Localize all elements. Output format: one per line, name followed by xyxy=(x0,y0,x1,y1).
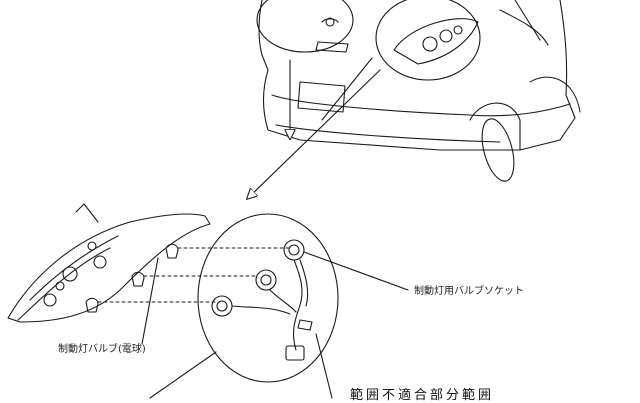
leader-lines xyxy=(149,251,409,399)
bulb-label: 制動灯バルブ(電球) xyxy=(58,344,146,355)
car-rear-illustration xyxy=(258,0,581,182)
tail-lamp-assembly xyxy=(7,203,211,345)
nonconforming-range-label: 範囲不適合部分範囲 xyxy=(350,388,495,403)
pointer-arrows xyxy=(248,57,381,198)
dashed-guide-lines xyxy=(97,247,291,303)
magnifier-circles xyxy=(256,0,481,81)
bulb-socket-label: 制動灯用バルブソケット xyxy=(414,286,524,297)
harness-detail-circle xyxy=(197,213,339,383)
